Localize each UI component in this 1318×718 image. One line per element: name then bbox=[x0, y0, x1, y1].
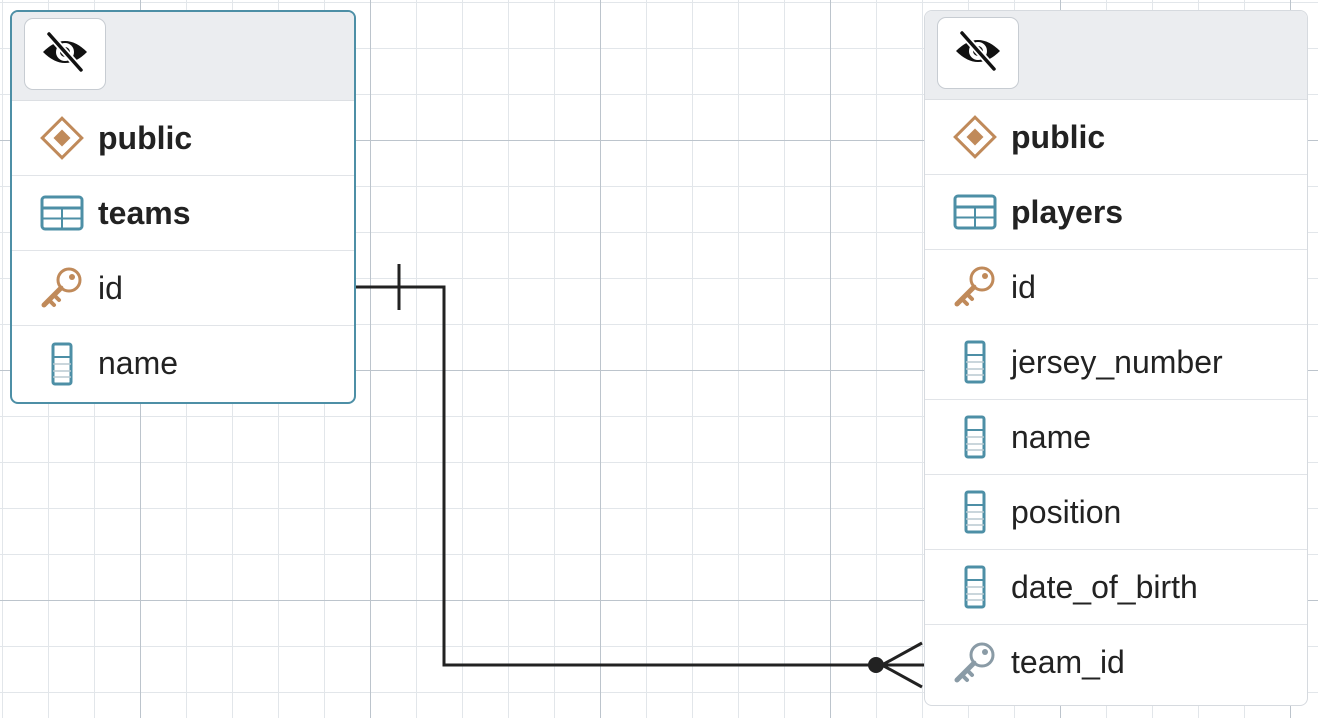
schema-row: public bbox=[925, 100, 1307, 175]
eye-slash-icon bbox=[952, 29, 1004, 78]
column-name: team_id bbox=[1011, 644, 1125, 680]
table-node-players[interactable]: public players bbox=[924, 10, 1308, 706]
column-name: jersey_number bbox=[1011, 343, 1223, 380]
table-icon bbox=[36, 195, 88, 231]
relationship-line[interactable] bbox=[356, 285, 876, 667]
column-name: id bbox=[1011, 268, 1036, 305]
table-icon bbox=[949, 194, 1001, 230]
column-row[interactable]: id bbox=[12, 251, 354, 326]
table-name-row: players bbox=[925, 175, 1307, 250]
toggle-visibility-button[interactable] bbox=[937, 17, 1019, 89]
table-name: teams bbox=[98, 194, 191, 231]
column-name: id bbox=[98, 269, 123, 306]
schema-icon bbox=[949, 114, 1001, 160]
column-row[interactable]: jersey_number bbox=[925, 325, 1307, 400]
schema-name: public bbox=[1011, 118, 1106, 155]
table-name-row: teams bbox=[12, 176, 354, 251]
primary-key-icon bbox=[36, 264, 88, 312]
column-row[interactable]: date_of_birth bbox=[925, 550, 1307, 625]
toggle-visibility-button[interactable] bbox=[24, 18, 106, 90]
primary-key-icon bbox=[949, 263, 1001, 311]
column-row[interactable]: team_id bbox=[925, 625, 1307, 700]
column-icon bbox=[949, 415, 1001, 459]
many-cardinality-marker bbox=[868, 641, 924, 689]
column-row[interactable]: name bbox=[12, 326, 354, 401]
schema-name: public bbox=[98, 119, 193, 156]
column-icon bbox=[949, 490, 1001, 534]
eye-slash-icon bbox=[39, 30, 91, 79]
column-row[interactable]: position bbox=[925, 475, 1307, 550]
schema-row: public bbox=[12, 101, 354, 176]
table-node-teams[interactable]: public teams bbox=[10, 10, 356, 404]
relationship-teams-players[interactable] bbox=[356, 264, 924, 689]
column-row[interactable]: id bbox=[925, 250, 1307, 325]
table-node-header bbox=[925, 11, 1307, 100]
column-icon bbox=[949, 340, 1001, 384]
column-name: date_of_birth bbox=[1011, 568, 1198, 605]
table-node-header bbox=[12, 12, 354, 101]
table-name: players bbox=[1011, 193, 1124, 230]
column-icon bbox=[36, 342, 88, 386]
column-name: position bbox=[1011, 493, 1122, 530]
foreign-key-icon bbox=[949, 639, 1001, 687]
column-row[interactable]: name bbox=[925, 400, 1307, 475]
column-name: name bbox=[1011, 418, 1092, 455]
schema-icon bbox=[36, 115, 88, 161]
column-name: name bbox=[98, 345, 179, 381]
column-icon bbox=[949, 565, 1001, 609]
